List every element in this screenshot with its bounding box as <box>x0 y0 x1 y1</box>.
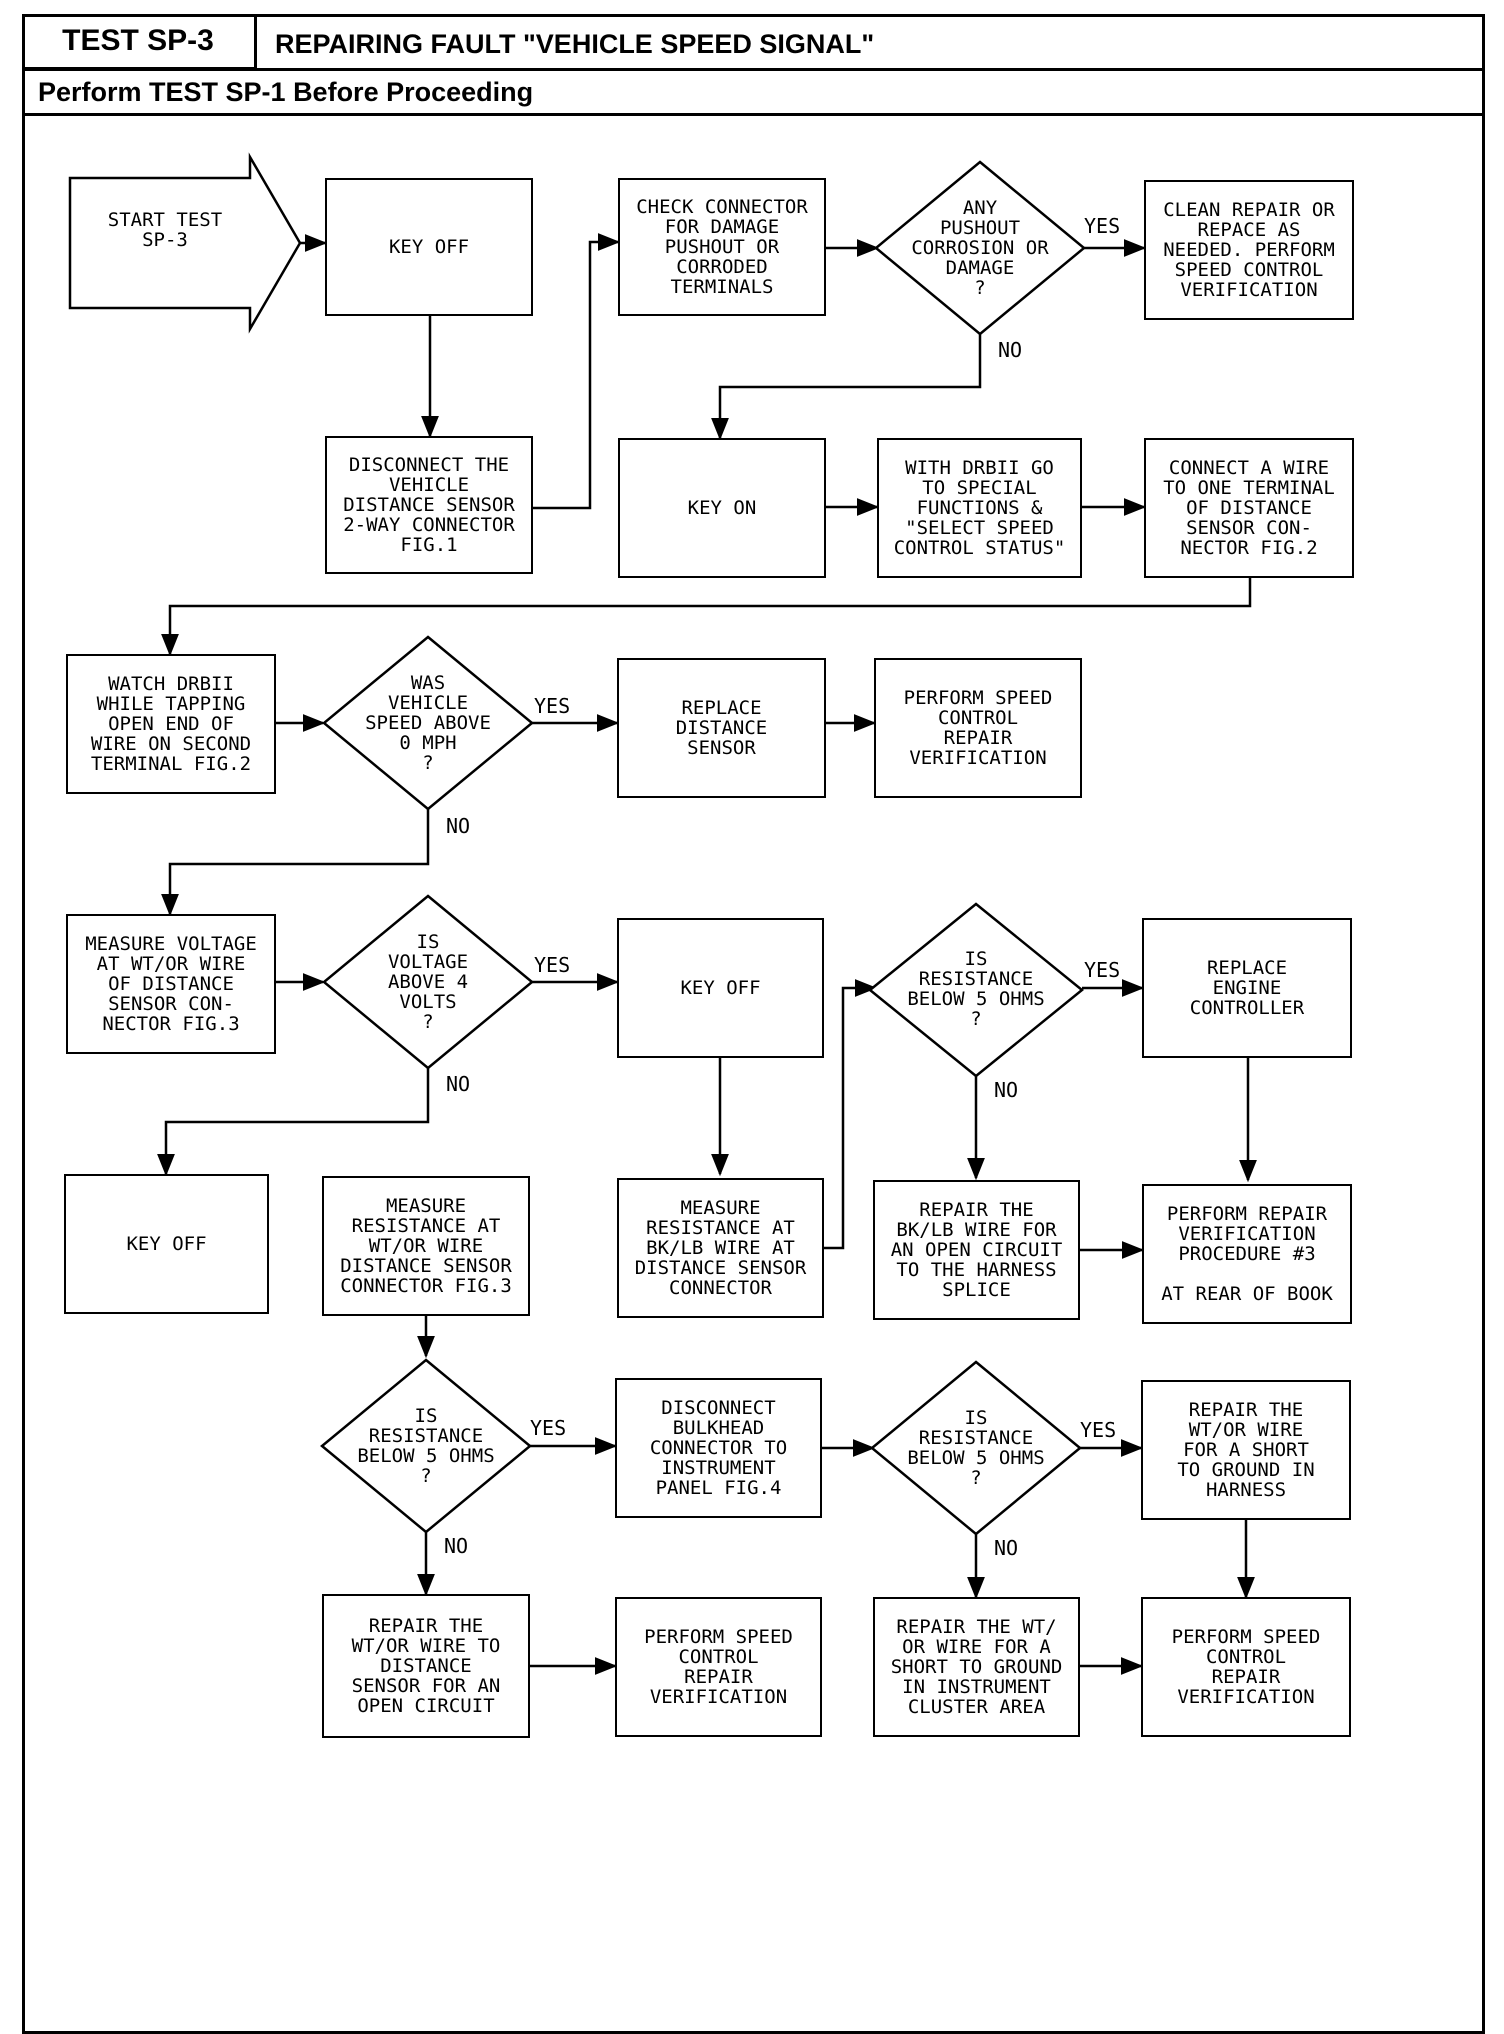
label-no-pushout: NO <box>998 338 1023 362</box>
node-check-connector: CHECK CONNECTOR FOR DAMAGE PUSHOUT OR CO… <box>618 178 826 316</box>
header-bottom-divider <box>22 113 1485 116</box>
start-arrow-shape <box>68 152 302 334</box>
node-q-resist-wt: IS RESISTANCE BELOW 5 OHMS ? <box>357 1405 495 1487</box>
node-key-off-3: KEY OFF <box>64 1174 269 1314</box>
node-clean-repair: CLEAN REPAIR OR REPACE AS NEEDED. PERFOR… <box>1144 180 1354 320</box>
node-q-pushout: ANY PUSHOUT CORROSION OR DAMAGE ? <box>911 197 1049 299</box>
node-replace-sensor: REPLACE DISTANCE SENSOR <box>617 658 826 798</box>
node-key-off-1: KEY OFF <box>325 178 533 316</box>
node-perform-verif-3: PERFORM SPEED CONTROL REPAIR VERIFICATIO… <box>1141 1597 1351 1737</box>
edge-qvolt-keyoff3 <box>157 1068 430 1177</box>
edge-qspeed-measurevolt <box>161 809 430 917</box>
node-q-voltage: IS VOLTAGE ABOVE 4 VOLTS ? <box>387 931 469 1033</box>
node-start: START TEST SP-3 <box>107 209 223 251</box>
label-yes-voltage: YES <box>534 953 571 977</box>
node-q-resist-bklb: IS RESISTANCE BELOW 5 OHMS ? <box>907 948 1045 1030</box>
node-drbii-select: WITH DRBII GO TO SPECIAL FUNCTIONS & "SE… <box>877 438 1082 578</box>
edge-disconnect-check <box>533 233 621 510</box>
label-no-speed: NO <box>446 814 471 838</box>
header-divider <box>22 68 1485 71</box>
node-measure-voltage: MEASURE VOLTAGE AT WT/OR WIRE OF DISTANC… <box>66 914 276 1054</box>
label-yes-bklb: YES <box>1084 958 1121 982</box>
page-title: REPAIRING FAULT "VEHICLE SPEED SIGNAL" <box>275 28 875 59</box>
node-watch-drbii: WATCH DRBII WHILE TAPPING OPEN END OF WI… <box>66 654 276 794</box>
node-disconnect-bulkhead: DISCONNECT BULKHEAD CONNECTOR TO INSTRUM… <box>615 1378 822 1518</box>
node-perform-verif-2: PERFORM SPEED CONTROL REPAIR VERIFICATIO… <box>615 1597 822 1737</box>
edge-connect-watch <box>161 578 1252 657</box>
node-repair-bklb: REPAIR THE BK/LB WIRE FOR AN OPEN CIRCUI… <box>873 1180 1080 1320</box>
node-repair-short-harness: REPAIR THE WT/OR WIRE FOR A SHORT TO GRO… <box>1141 1380 1351 1520</box>
test-id: TEST SP-3 <box>22 14 257 70</box>
label-no-bklb: NO <box>994 1078 1019 1102</box>
label-no-voltage: NO <box>446 1072 471 1096</box>
node-connect-wire: CONNECT A WIRE TO ONE TERMINAL OF DISTAN… <box>1144 438 1354 578</box>
node-measure-res-wt: MEASURE RESISTANCE AT WT/OR WIRE DISTANC… <box>322 1176 530 1316</box>
node-repair-open-wt: REPAIR THE WT/OR WIRE TO DISTANCE SENSOR… <box>322 1594 530 1738</box>
edge-qpushout-keyon <box>711 334 982 441</box>
node-repair-short-cluster: REPAIR THE WT/ OR WIRE FOR A SHORT TO GR… <box>873 1597 1080 1737</box>
label-yes-speed: YES <box>534 694 571 718</box>
node-key-off-2: KEY OFF <box>617 918 824 1058</box>
connector-lines <box>68 152 1257 1675</box>
node-measure-res-bklb: MEASURE RESISTANCE AT BK/LB WIRE AT DIST… <box>617 1178 824 1318</box>
label-no-panel: NO <box>994 1536 1019 1560</box>
node-perform-verif-1: PERFORM SPEED CONTROL REPAIR VERIFICATIO… <box>874 658 1082 798</box>
edge-measurebklb-qbklb <box>824 979 878 1250</box>
page-subtitle: Perform TEST SP-1 Before Proceeding <box>38 76 534 107</box>
node-q-speed: WAS VEHICLE SPEED ABOVE 0 MPH ? <box>365 672 491 774</box>
node-perform-proc3: PERFORM REPAIR VERIFICATION PROCEDURE #3… <box>1142 1184 1352 1324</box>
label-yes-pushout: YES <box>1084 214 1121 238</box>
node-key-on: KEY ON <box>618 438 826 578</box>
node-replace-controller: REPLACE ENGINE CONTROLLER <box>1142 918 1352 1058</box>
label-no-wt: NO <box>444 1534 469 1558</box>
node-q-resist-panel: IS RESISTANCE BELOW 5 OHMS ? <box>907 1407 1045 1489</box>
node-disconnect-vds: DISCONNECT THE VEHICLE DISTANCE SENSOR 2… <box>325 436 533 574</box>
label-yes-panel: YES <box>1080 1418 1117 1442</box>
label-yes-wt: YES <box>530 1416 567 1440</box>
